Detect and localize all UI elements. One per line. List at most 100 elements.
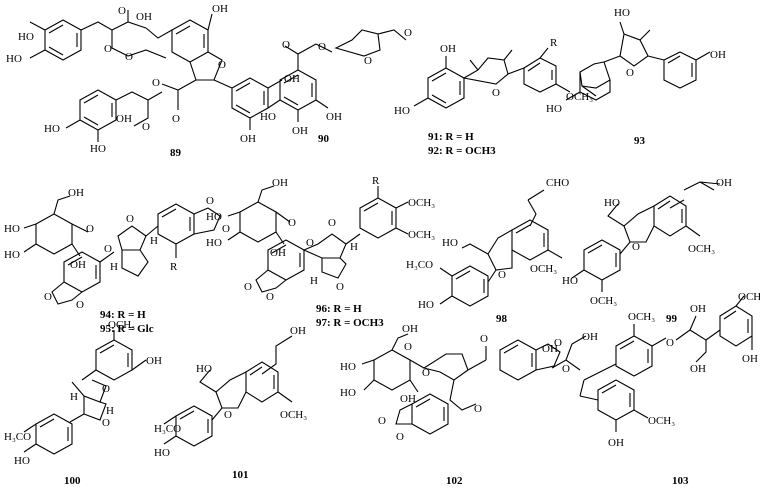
99-och3-1: OCH₃ <box>688 243 715 255</box>
94-oh-2: OH <box>70 259 86 271</box>
89-ho-3: HO <box>44 123 60 135</box>
100-och3: OCH₃ <box>108 319 135 331</box>
101-oh: OH <box>290 325 306 337</box>
94-o-2: O <box>104 243 112 255</box>
compound-92-sub: 92: R = OCH3 <box>428 145 496 157</box>
101-och3: OCH₃ <box>280 409 307 421</box>
compound-103-id: 103 <box>672 475 689 487</box>
96-h-2: H <box>310 275 318 287</box>
103-oh-3: OH <box>690 303 706 315</box>
94-oh-1: OH <box>68 187 84 199</box>
102-o-8: O <box>396 431 404 443</box>
103-och3-3: OCH₃ <box>648 415 675 427</box>
93-oh: OH <box>710 49 726 61</box>
102-o-6: O <box>474 403 482 415</box>
compound-101-id: 101 <box>232 469 249 481</box>
96-o-1: O <box>288 217 296 229</box>
101-o: O <box>224 409 232 421</box>
89-o-7: O <box>142 121 150 133</box>
103-oh-6: OH <box>608 437 624 449</box>
96-ho-1: HO <box>206 211 222 223</box>
99-och3-2: OCH₃ <box>590 295 617 307</box>
93-ho-2: HO <box>546 103 562 115</box>
89-o-4: O <box>218 59 226 71</box>
89-ho-4: HO <box>90 143 106 155</box>
102-oh-2: OH <box>400 393 416 405</box>
structure-98: CHO HO O H₃CO HO OCH₃ 98 <box>406 177 569 325</box>
102-o-4: O <box>554 337 562 349</box>
99-ho-2: HO <box>562 275 578 287</box>
96-oh-2: OH <box>270 247 286 259</box>
94-o-1: O <box>86 223 94 235</box>
94-ho-1: HO <box>4 223 20 235</box>
94-o-3: O <box>44 291 52 303</box>
89-oh-1: OH <box>136 11 152 23</box>
102-o-3: O <box>480 333 488 345</box>
94-o-4: O <box>76 299 84 311</box>
96-o-5: O <box>328 217 336 229</box>
90-o-3: O <box>364 55 372 67</box>
89-o-6: O <box>172 113 180 125</box>
93-o: O <box>626 67 634 79</box>
91-och3: OCH₃ <box>566 91 593 103</box>
103-oh-2: OH <box>582 331 598 343</box>
89-oh-3: OH <box>116 113 132 125</box>
90-ho: HO <box>260 111 276 123</box>
compound-100-id: 100 <box>64 475 81 487</box>
100-h-2: H <box>106 405 114 417</box>
102-oh-1: OH <box>402 323 418 335</box>
compound-95-sub: 95: R = Glc <box>100 323 154 335</box>
compound-102-id: 102 <box>446 475 463 487</box>
structure-93: HO O HO OH 93 <box>546 7 726 147</box>
103-och3-2: OCH₃ <box>738 291 760 303</box>
89-oh-2: OH <box>212 3 228 15</box>
98-h3co: H₃CO <box>406 259 433 271</box>
103-oh-4: OH <box>690 363 706 375</box>
100-oh: OH <box>146 355 162 367</box>
103-och3-1: OCH₃ <box>628 311 655 323</box>
89-o-3: O <box>104 43 112 55</box>
93-ho-1: HO <box>614 7 630 19</box>
96-oh-1: OH <box>272 177 288 189</box>
103-o: O <box>666 337 674 349</box>
90-o-1: O <box>282 39 290 51</box>
89-o-2: O <box>125 51 133 63</box>
96-r: R <box>372 175 380 187</box>
90-o-2: O <box>318 41 326 53</box>
89-ho-2: HO <box>18 31 34 43</box>
structure-96-97: OH HO HO O OH O O O O H H O R OCH₃ OCH₃ … <box>206 175 435 329</box>
102-ho-1: HO <box>340 361 356 373</box>
90-o-4: O <box>404 27 412 39</box>
90-oh-1: OH <box>326 111 342 123</box>
98-ho-1: HO <box>442 237 458 249</box>
102-ho-2: HO <box>340 387 356 399</box>
100-h-1: H <box>70 391 78 403</box>
102-o-5: O <box>562 363 570 375</box>
99-o: O <box>632 241 640 253</box>
89-o-5: O <box>152 77 160 89</box>
compound-93-id: 93 <box>634 135 646 147</box>
94-o-5: O <box>126 213 134 225</box>
96-och3-1: OCH₃ <box>408 197 435 209</box>
91-r: R <box>550 37 558 49</box>
100-h3co: H₃CO <box>4 431 31 443</box>
100-o-1: O <box>102 383 110 395</box>
89-ho-1: HO <box>6 53 22 65</box>
103-oh-5: OH <box>742 353 758 365</box>
structure-94-95: OH HO HO O OH O O O O R H H O O 94: R = … <box>4 187 230 335</box>
102-o-7: O <box>378 415 386 427</box>
99-ho-1: HO <box>604 197 620 209</box>
96-h-1: H <box>350 241 358 253</box>
compound-96-sub: 96: R = H <box>316 303 362 315</box>
96-ho-2: HO <box>206 237 222 249</box>
structure-100: OCH₃ OH O O H H H₃CO HO 100 <box>4 319 162 487</box>
98-o: O <box>498 269 506 281</box>
89-o-1: O <box>118 5 126 17</box>
91-oh: OH <box>440 43 456 55</box>
99-oh: OH <box>716 177 732 189</box>
96-o-4: O <box>266 291 274 303</box>
98-ho-2: HO <box>418 299 434 311</box>
96-och3-2: OCH₃ <box>408 229 435 241</box>
94-r: R <box>170 261 178 273</box>
100-ho: HO <box>14 455 30 467</box>
